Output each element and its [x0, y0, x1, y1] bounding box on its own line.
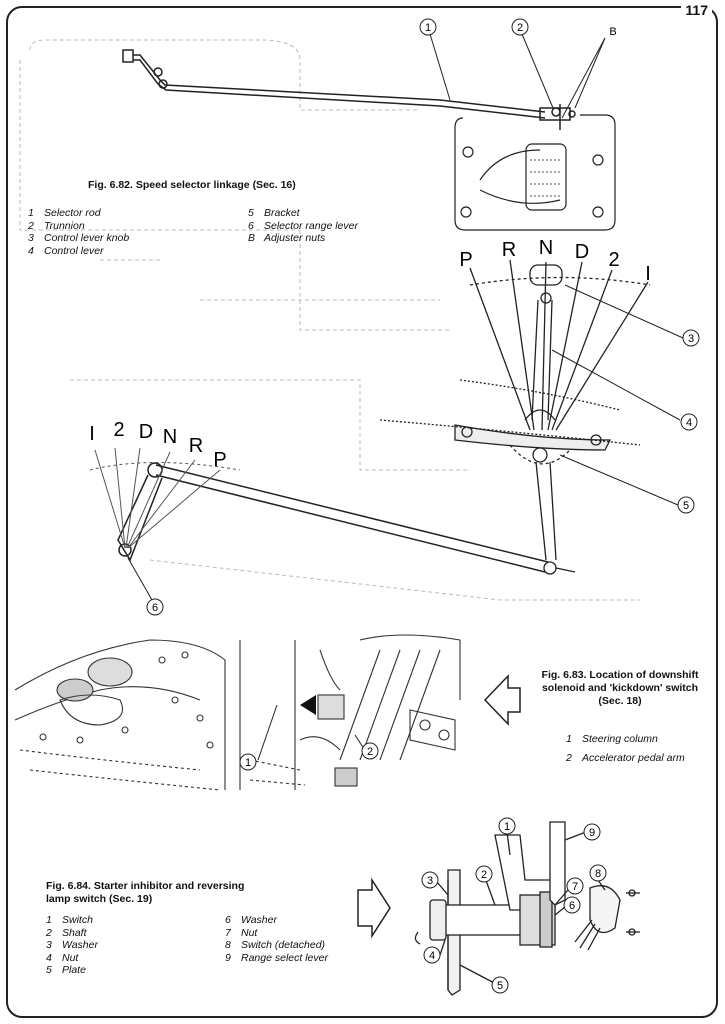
callout-2: 2	[517, 22, 523, 34]
fig684-callout-9: 9	[589, 827, 595, 839]
fig684-callout-6: 6	[569, 900, 575, 912]
gate-left-D: D	[139, 421, 153, 443]
gate-left-P: P	[213, 449, 226, 471]
gate-left-R: R	[189, 435, 203, 457]
fig-6-83-title: Fig. 6.83. Location of downshift solenoi…	[541, 669, 699, 707]
fig684-callout-7: 7	[572, 881, 578, 893]
fig683-callout-1: 1	[245, 757, 251, 769]
arrow-left-icon	[483, 674, 521, 726]
callout-5: 5	[683, 500, 689, 512]
callout-1: 1	[425, 22, 431, 34]
callout-3: 3	[688, 333, 694, 345]
gate-right-I: I	[645, 263, 651, 285]
gate-left-2: 2	[113, 419, 124, 441]
gate-right-R: R	[502, 239, 516, 261]
fig684-callout-5: 5	[497, 980, 503, 992]
gate-right-P: P	[459, 249, 472, 271]
callout-4: 4	[686, 417, 692, 429]
fig684-callout-4: 4	[429, 950, 435, 962]
page-number: 117	[681, 2, 712, 18]
fig684-callout-1: 1	[504, 821, 510, 833]
fig684-callout-3: 3	[427, 875, 433, 887]
gate-right-N: N	[539, 237, 553, 259]
gate-left-I: I	[89, 423, 95, 445]
fig684-callout-8: 8	[595, 868, 601, 880]
fig683-callout-2: 2	[367, 746, 373, 758]
arrow-right-icon	[357, 877, 391, 939]
callout-6: 6	[152, 602, 158, 614]
gate-left-N: N	[163, 426, 177, 448]
callout-B: B	[609, 26, 616, 38]
fig684-callout-2: 2	[481, 869, 487, 881]
gate-right-D: D	[575, 241, 589, 263]
gate-right-2: 2	[608, 249, 619, 271]
fig-6-82-title: Fig. 6.82. Speed selector linkage (Sec. …	[88, 179, 296, 191]
fig-6-84-title: Fig. 6.84. Starter inhibitor and reversi…	[46, 880, 245, 905]
page-frame: 1 1 7	[6, 2, 718, 1018]
